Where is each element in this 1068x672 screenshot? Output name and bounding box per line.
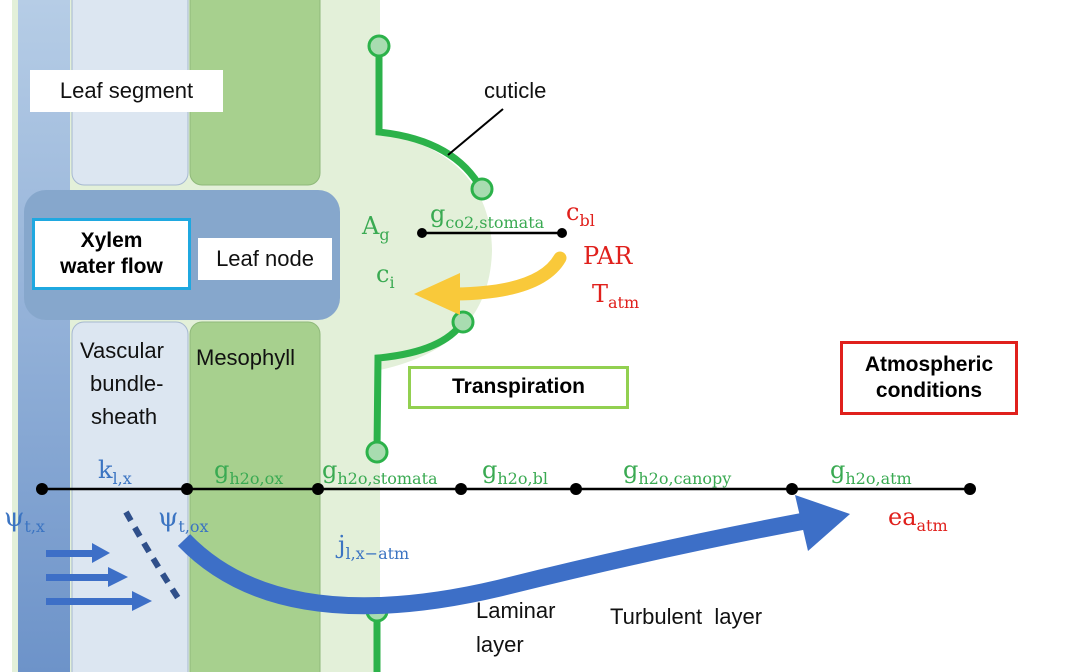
node-mesophyll <box>312 483 324 495</box>
cuticle-upper-tip-node <box>470 177 494 201</box>
bundle-sheath-label-line1: Vascular <box>80 338 164 363</box>
leaf-segment-label: Leaf segment <box>30 70 223 112</box>
stomatal-cavity <box>370 130 492 372</box>
node-outside-xylem <box>181 483 193 495</box>
lower-bundle-sheath-cell <box>71 321 189 672</box>
xylem-water-flow-box: Xylem water flow <box>32 218 191 290</box>
symbol-gh2o-ox: gh2o,ox <box>214 456 284 488</box>
symbol-psi-tox: ψt,ox <box>158 503 209 536</box>
symbol-klx: kl,x <box>98 456 132 488</box>
cuticle-lower-bottom-node <box>365 440 389 464</box>
xylem-flow-arrows <box>46 543 152 611</box>
xylem-column <box>18 0 70 672</box>
xylem-water-flow-text: Xylem water flow <box>60 228 163 278</box>
symbol-ea-atm: eaatm <box>888 503 948 535</box>
atmospheric-conditions-text: Atmospheric conditions <box>864 352 994 402</box>
symbol-gco2-stomata: gco2,stomata <box>430 200 545 232</box>
bundle-sheath-label-line2: bundle- <box>90 371 164 396</box>
symbol-psi-tx: ψt,x <box>4 503 45 536</box>
symbol-j-lx-atm: jl,x−atm <box>338 531 410 563</box>
symbol-gh2o-atm: gh2o,atm <box>830 456 912 488</box>
symbol-Tatm: Tatm <box>592 280 640 312</box>
node-canopy <box>786 483 798 495</box>
symbol-gh2o-stomata: gh2o,stomata <box>322 456 438 488</box>
cuticle-pointer <box>447 108 504 156</box>
symbol-PAR: PAR <box>583 242 633 270</box>
node-stomata <box>455 483 467 495</box>
bundle-sheath-label-line3: sheath <box>91 404 158 429</box>
transpiration-flux-arrowhead <box>795 495 850 551</box>
cuticle-upper-top-node <box>367 34 391 58</box>
cuticle-upper <box>375 44 486 194</box>
mesophyll-label: Mesophyll <box>196 345 296 370</box>
co2-node-inner <box>417 228 427 238</box>
lower-mesophyll-cell <box>189 321 321 672</box>
symbol-gh2o-canopy: gh2o,canopy <box>623 456 732 488</box>
transpiration-flux-arrow <box>177 511 812 615</box>
symbol-ci: ci <box>376 260 395 292</box>
node-xylem <box>36 483 48 495</box>
light-arrow-head <box>414 273 460 315</box>
co2-node-outer <box>557 228 567 238</box>
leaf-node-label: Leaf node <box>198 238 332 280</box>
symbol-gh2o-bl: gh2o,bl <box>482 456 548 488</box>
transpiration-box: Transpiration <box>408 366 629 409</box>
symbol-cbl: cbl <box>566 198 595 230</box>
node-atmosphere <box>964 483 976 495</box>
atmospheric-conditions-box: Atmospheric conditions <box>840 341 1018 415</box>
light-arrow-shaft <box>448 251 567 301</box>
symbol-Ag: Ag <box>362 212 390 244</box>
laminar-layer-label-line2: layer <box>476 632 524 657</box>
cuticle-label: cuticle <box>484 78 547 103</box>
cuticle-lower-tip-node <box>451 310 475 334</box>
laminar-layer-label-line1: Laminar <box>476 598 556 623</box>
turbulent-layer-label: Turbulent layer <box>610 604 763 629</box>
node-boundary-layer <box>570 483 582 495</box>
